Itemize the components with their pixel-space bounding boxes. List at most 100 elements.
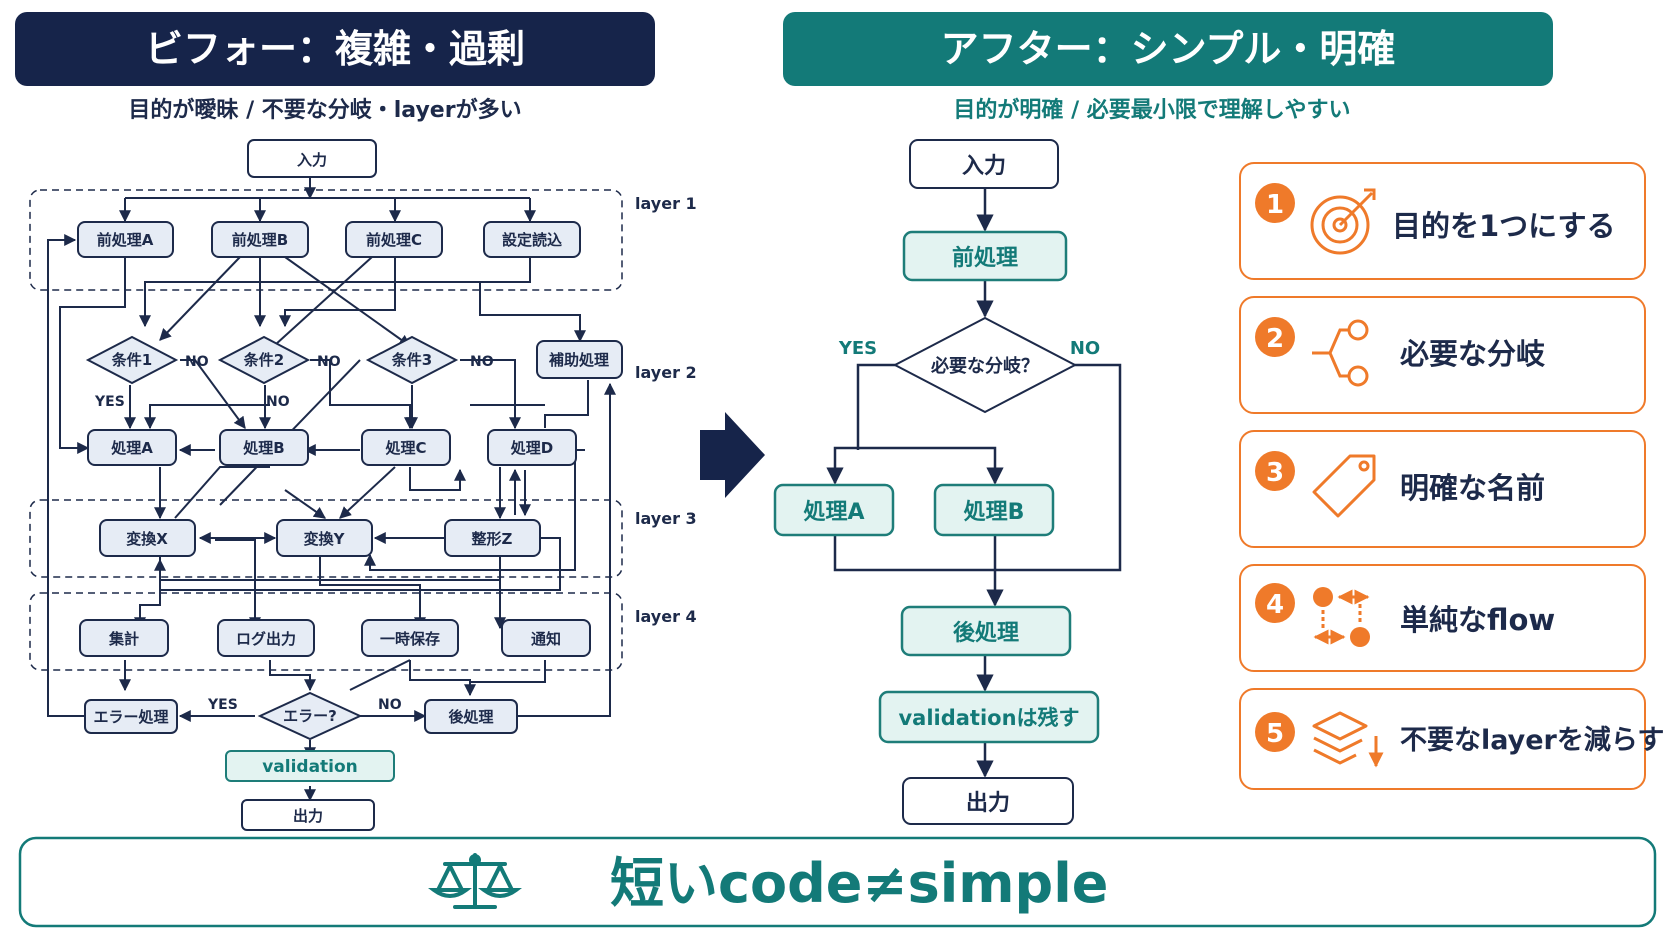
- after-subtitle: 目的が明確 / 必要最小限で理解しやすい: [953, 97, 1350, 123]
- preprocess-a-node: [77, 221, 174, 258]
- transform-y-node: [276, 519, 373, 557]
- after-validation-node: [878, 690, 1100, 744]
- config-load-node: [483, 221, 581, 258]
- before-input-label: 入力: [297, 151, 327, 169]
- layer-3-label: layer 3: [635, 509, 697, 528]
- condition-3-no-label: NO: [470, 354, 494, 370]
- error-check-node: [257, 691, 363, 741]
- process-b-label: 処理B: [242, 439, 284, 457]
- helper-node: [536, 340, 623, 379]
- notify-node: [501, 619, 591, 657]
- preprocess-c-label: 前処理C: [366, 231, 422, 249]
- after-input-label: 入力: [962, 154, 1006, 179]
- principle-label-3: 明確な名前: [1400, 471, 1545, 505]
- process-d-label: 処理D: [510, 439, 553, 457]
- after-connectors: [826, 188, 1122, 778]
- before-title: ビフォー：複雑・過剰: [145, 27, 525, 71]
- principle-number-badge: [1255, 583, 1295, 623]
- layer-3-region: [29, 499, 623, 578]
- after-process-b-node: [933, 483, 1055, 537]
- layer-2-label: layer 2: [635, 363, 697, 382]
- after-preprocess-node: [902, 230, 1068, 282]
- config-load-label: 設定読込: [502, 231, 562, 249]
- after-yes-label: YES: [838, 338, 877, 359]
- after-input-node: [909, 139, 1059, 189]
- after-panel: アフター：シンプル・明確 目的が明確 / 必要最小限で理解しやすい 入力 前処理…: [773, 12, 1553, 825]
- condition-2-node: [217, 335, 311, 385]
- target-icon: [1310, 188, 1376, 255]
- before-title-banner: [15, 12, 655, 86]
- footer-message: 短いcode≠simple: [610, 852, 1108, 915]
- before-panel: ビフォー：複雑・過剰 目的が曖昧 / 不要な分岐・layerが多い layer …: [15, 12, 697, 831]
- right-arrow-icon: [700, 412, 765, 498]
- principle-number-1: 1: [1266, 190, 1284, 220]
- condition-1-yes-label: YES: [94, 394, 125, 410]
- transform-x-label: 変換X: [126, 530, 168, 548]
- aggregate-node: [79, 619, 169, 657]
- branch-icon: [1312, 319, 1369, 387]
- principle-number-3: 3: [1266, 458, 1284, 488]
- principle-card-3: 3 明確な名前: [1239, 430, 1646, 548]
- preprocess-b-label: 前処理B: [232, 231, 288, 249]
- principle-card-2: 2 必要な分岐: [1239, 296, 1646, 414]
- condition-3-node: [365, 335, 459, 385]
- after-postprocess-label: 後処理: [953, 620, 1019, 646]
- principles-list: 1 目的を1つにする 2 必要な分岐: [1239, 162, 1664, 790]
- principle-card-4: 4 単純なflow: [1239, 564, 1646, 672]
- log-output-label: ログ出力: [236, 630, 296, 648]
- scale-icon: [427, 853, 523, 909]
- before-postprocess-label: 後処理: [447, 708, 493, 726]
- transform-x-node: [99, 519, 196, 557]
- process-a-node: [87, 429, 177, 466]
- principle-label-2: 必要な分岐: [1400, 337, 1545, 371]
- layers-icon: [1312, 711, 1384, 768]
- after-output-node: [902, 777, 1074, 825]
- process-c-node: [361, 429, 451, 466]
- before-validation-node: [225, 750, 395, 782]
- error-check-label: エラー?: [283, 707, 337, 725]
- after-decision-node: [892, 316, 1078, 414]
- preprocess-c-node: [345, 221, 443, 258]
- temp-save-node: [361, 619, 459, 657]
- before-input-node: [247, 139, 377, 178]
- preprocess-b-node: [211, 221, 309, 258]
- after-process-a-label: 処理A: [803, 499, 864, 525]
- principle-label-5: 不要なlayerを減らす: [1400, 725, 1664, 756]
- preprocess-a-label: 前処理A: [97, 231, 154, 249]
- tag-icon: [1312, 454, 1376, 518]
- after-output-label: 出力: [966, 791, 1010, 816]
- principle-number-4: 4: [1266, 590, 1284, 620]
- error-handler-node: [84, 699, 178, 734]
- before-subtitle: 目的が曖昧 / 不要な分岐・layerが多い: [128, 97, 521, 123]
- flow-icon: [1313, 587, 1370, 647]
- process-b-node: [219, 429, 309, 466]
- log-output-node: [217, 619, 315, 657]
- principle-number-badge: [1255, 712, 1295, 752]
- footer-banner: 短いcode≠simple: [18, 836, 1657, 928]
- principle-card-1: 1 目的を1つにする: [1239, 162, 1646, 280]
- before-validation-label: validation: [262, 757, 358, 777]
- before-output-label: 出力: [293, 807, 323, 825]
- error-no-label: NO: [378, 697, 402, 713]
- principle-card-5: 5 不要なlayerを減らす: [1239, 688, 1664, 790]
- layer-4-label: layer 4: [635, 607, 697, 626]
- error-handler-label: エラー処理: [93, 708, 168, 726]
- after-process-a-node: [773, 483, 895, 537]
- before-postprocess-node: [424, 699, 518, 734]
- after-validation-label: validationは残す: [898, 706, 1079, 730]
- process-c-label: 処理C: [384, 439, 426, 457]
- after-decision-label: 必要な分岐？: [930, 355, 1039, 377]
- format-z-node: [444, 519, 541, 557]
- before-connectors: [47, 177, 616, 802]
- transform-y-label: 変換Y: [304, 530, 346, 548]
- after-process-b-label: 処理B: [964, 499, 1025, 525]
- layer-1-region: [29, 189, 623, 291]
- condition-2-label: 条件2: [243, 351, 284, 369]
- condition-2-no-label-2: NO: [266, 394, 290, 410]
- notify-label: 通知: [531, 630, 561, 648]
- principle-label-4: 単純なflow: [1400, 603, 1555, 637]
- principle-label-1: 目的を1つにする: [1392, 209, 1615, 243]
- after-no-label: NO: [1070, 338, 1100, 359]
- error-yes-label: YES: [207, 697, 238, 713]
